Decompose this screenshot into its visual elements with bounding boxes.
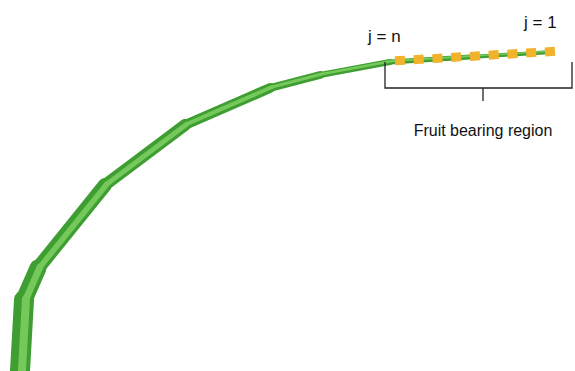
stem-highlight [322, 61, 392, 74]
index-label: j = n [368, 27, 401, 47]
stem [20, 51, 554, 371]
stem-highlight [187, 87, 272, 124]
fruit-marker [395, 56, 406, 66]
fruit-marker [507, 49, 518, 59]
fruit-marker [413, 55, 424, 65]
stem-highlight [22, 299, 26, 370]
stem-highlight [107, 124, 187, 184]
fruit-marker [451, 52, 462, 62]
region-label: Fruit bearing region [414, 121, 553, 140]
stem-highlight [40, 184, 107, 267]
fruit-marker [545, 47, 556, 57]
region-bracket [385, 62, 572, 101]
fruit-marker [526, 48, 537, 58]
fruit-marker [470, 51, 481, 61]
stem-highlight [26, 267, 40, 299]
fruit-marker [432, 53, 443, 63]
fruit-markers [395, 47, 556, 66]
index-label: j = 1 [524, 13, 557, 33]
fruit-marker [488, 50, 499, 60]
stem-highlight [272, 74, 322, 87]
